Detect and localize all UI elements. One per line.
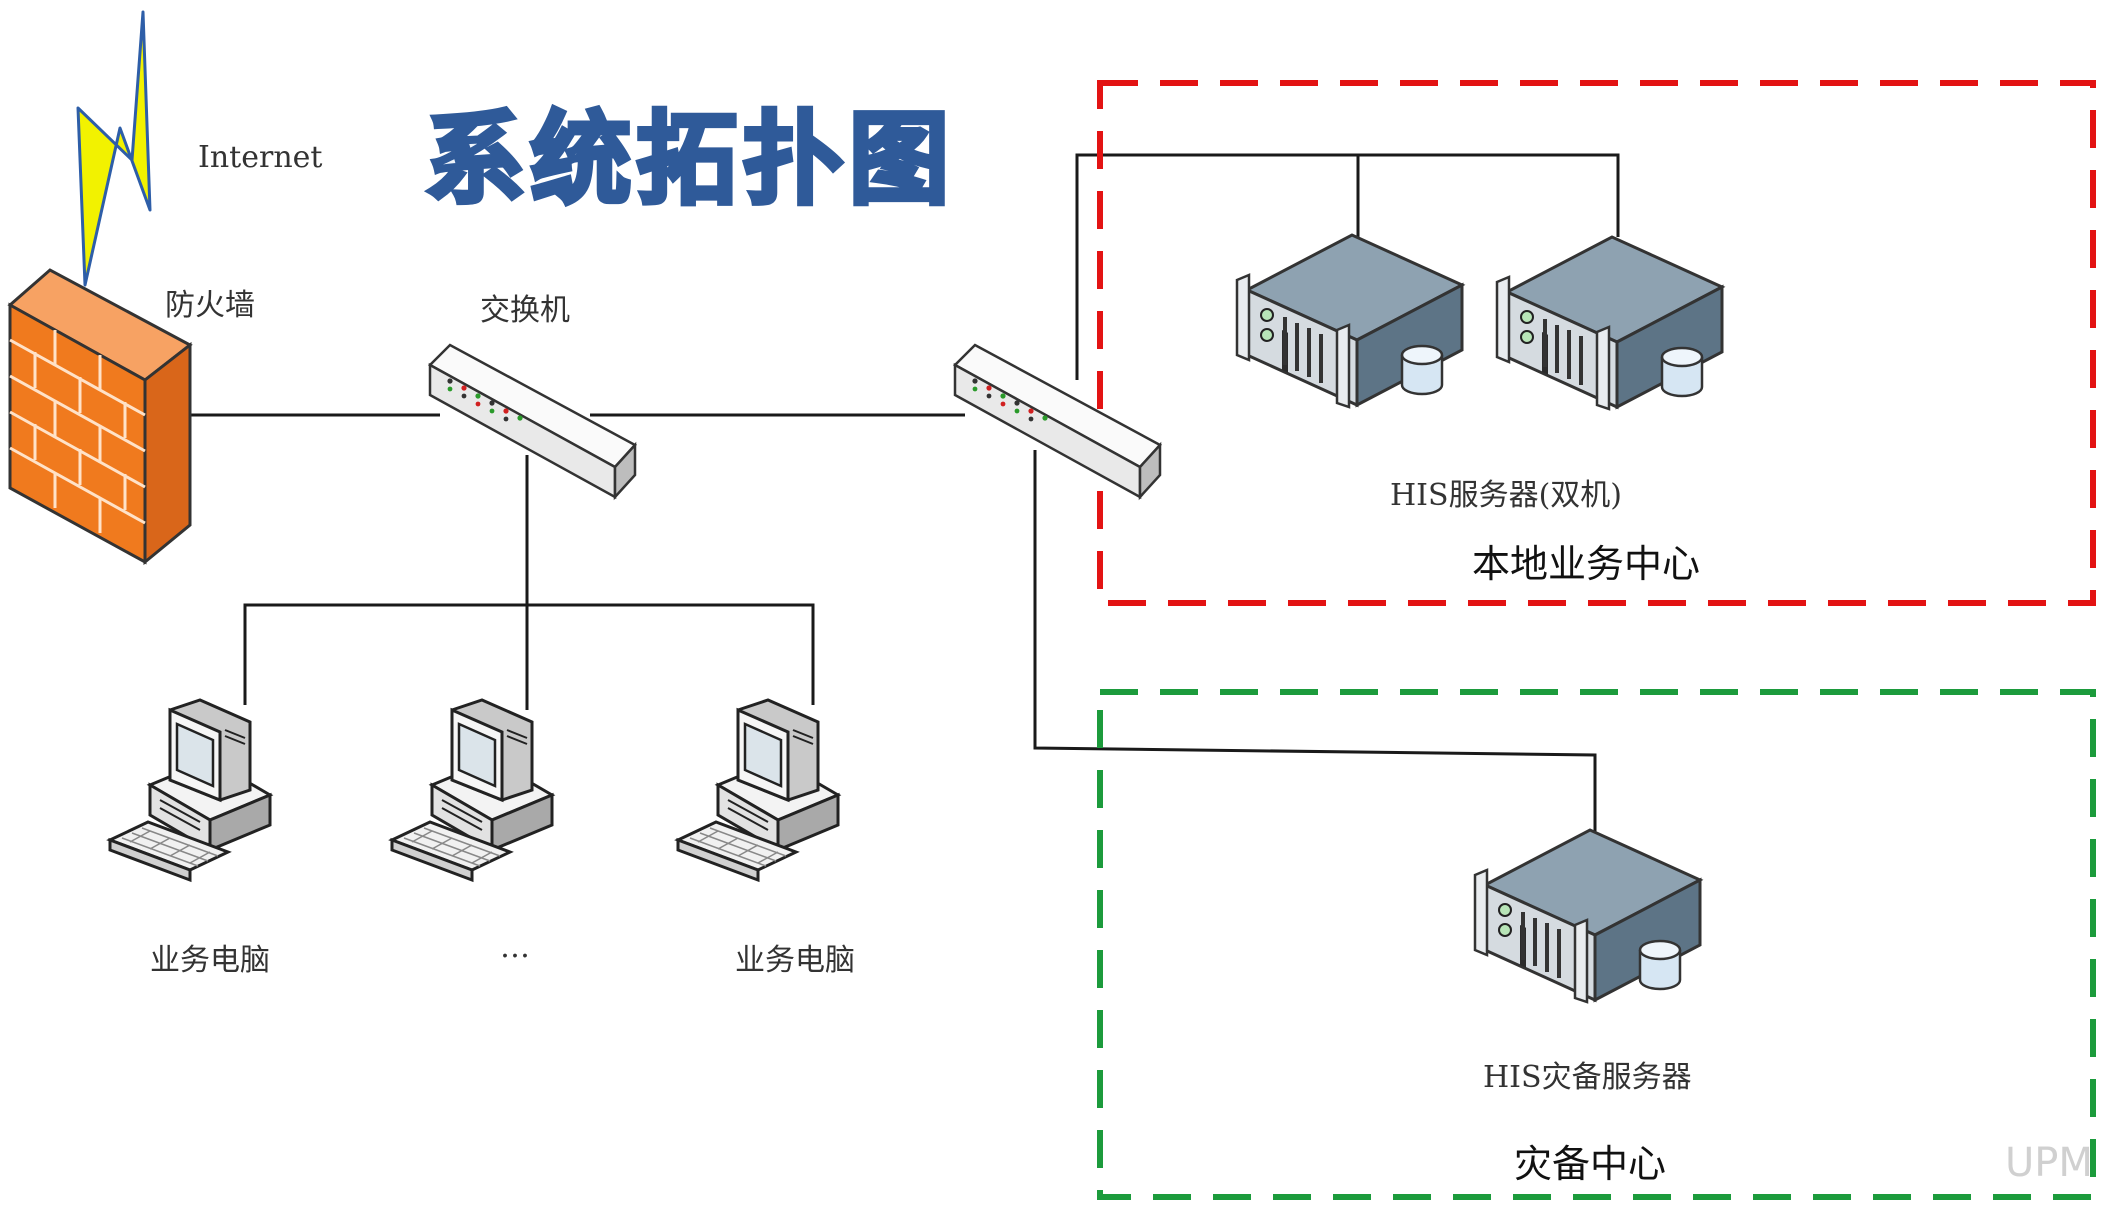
- switch-label: 交换机: [480, 293, 570, 328]
- his-dual-label: HIS服务器(双机): [1390, 478, 1622, 513]
- server-icon: [1235, 233, 1464, 409]
- pc-label-middle: …: [500, 930, 530, 965]
- server-icon: [1495, 235, 1724, 411]
- switch-icon: [428, 343, 637, 499]
- pc-label-right: 业务电脑: [735, 943, 855, 978]
- local-center-zone: [1097, 80, 2096, 606]
- backup-center-zone: [1097, 689, 2096, 1200]
- firewall-label: 防火墙: [165, 288, 255, 323]
- his-backup-label: HIS灾备服务器: [1483, 1060, 1692, 1095]
- local-center-label: 本地业务中心: [1472, 542, 1701, 586]
- connection-lines: [190, 153, 1620, 835]
- computer-icon: [108, 698, 272, 882]
- server-icon: [1473, 828, 1702, 1004]
- computer-icon: [676, 698, 840, 882]
- pc-label-left: 业务电脑: [150, 943, 270, 978]
- link-local-servers: [1075, 153, 1620, 380]
- switch-icon: [953, 343, 1162, 499]
- internet-label: Internet: [198, 140, 323, 175]
- link-backup-server: [1033, 450, 1597, 835]
- backup-center-label: 灾备中心: [1514, 1142, 1667, 1186]
- link-pc-bus: [243, 603, 815, 705]
- watermark: UPM: [2005, 1140, 2093, 1186]
- firewall-icon: [7, 268, 193, 566]
- computer-icon: [390, 698, 554, 882]
- lightning-icon: [76, 10, 152, 287]
- diagram-title: 系统拓扑图: [423, 99, 955, 221]
